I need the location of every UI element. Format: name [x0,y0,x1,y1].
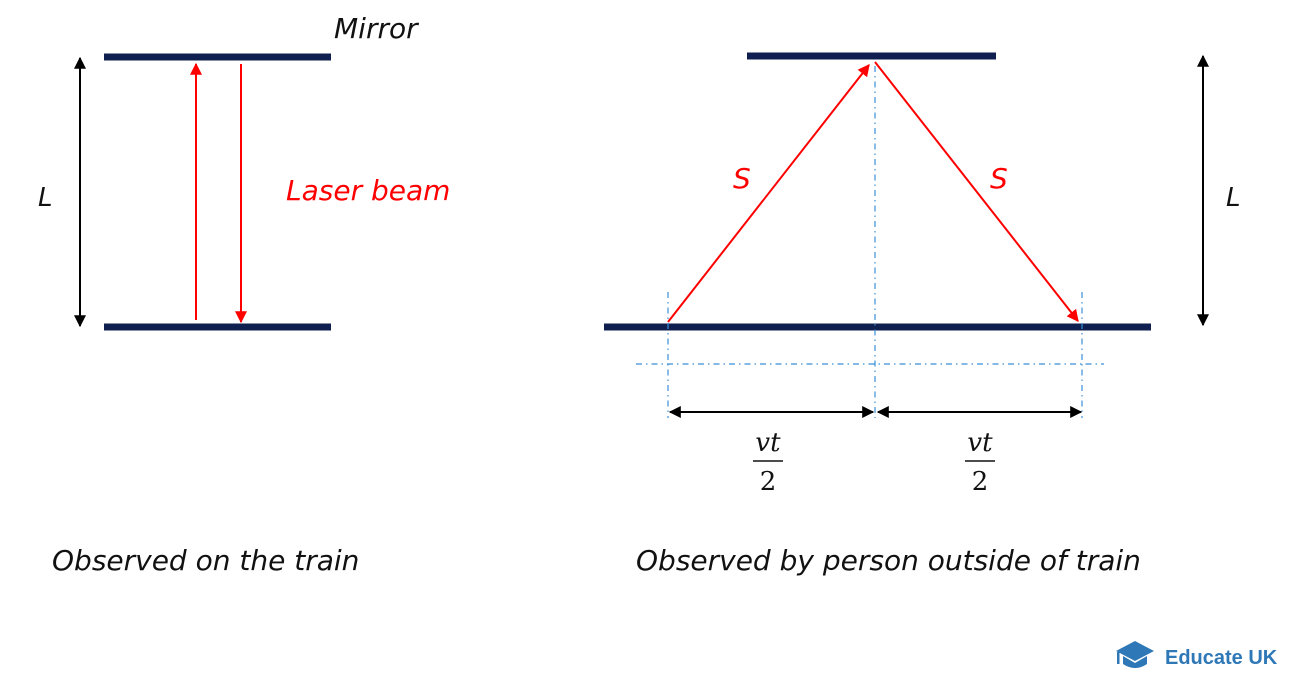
train-frame-diagram: Mirror L Laser beam Observed on the trai… [38,12,450,577]
length-label-left: L [38,183,53,213]
ground-frame-diagram: S S L vt 2 vt 2 Observed by person outsi… [604,52,1241,577]
caption-left: Observed on the train [52,544,359,577]
beam-path-down-right [874,61,1079,322]
length-label-right: L [1226,183,1241,213]
path-label-right: S [990,162,1008,195]
graduation-cap-icon [1116,641,1154,668]
fraction-left-denominator: 2 [760,467,777,497]
brand-logo: Educate UK [1116,641,1278,669]
fraction-left: vt 2 [753,428,783,497]
fraction-left-numerator: vt [755,428,781,458]
fraction-right-numerator: vt [967,428,993,458]
beam-path-up-right [667,64,870,323]
mirror-label: Mirror [334,12,419,45]
laser-beam-label: Laser beam [286,174,450,207]
caption-right: Observed by person outside of train [636,544,1141,577]
fraction-right-denominator: 2 [972,467,989,497]
guide-lines [636,66,1104,418]
fraction-right: vt 2 [965,428,995,497]
path-label-left: S [733,162,751,195]
brand-name: Educate UK [1165,647,1278,669]
